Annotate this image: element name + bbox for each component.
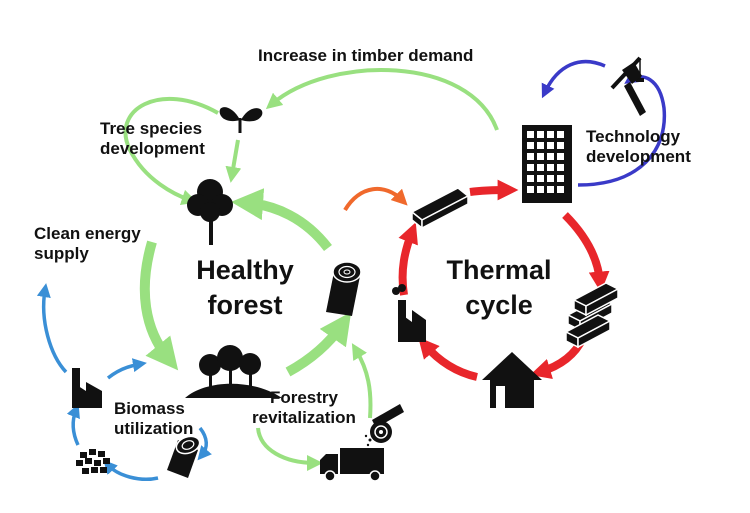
log-to-timber-arrow (343, 186, 408, 212)
pellets-to-factory-arrow (66, 403, 80, 446)
cutter-to-log-arrow (351, 343, 373, 419)
timber-demand-arrow (265, 67, 499, 131)
log-cutter-icon (364, 404, 404, 447)
biomass-log-icon (167, 435, 201, 478)
clean-energy-label-line2: supply (34, 244, 89, 264)
thermal-cycle-label: Thermal cycle (434, 253, 564, 322)
forestry-label: Forestry revitalization (252, 388, 356, 429)
hammer-icon (610, 56, 646, 116)
technology-loop-arrow (577, 70, 667, 187)
tree-species-label-line1: Tree species (100, 119, 203, 138)
timber-demand-label: Increase in timber demand (258, 46, 474, 65)
biomass-label: Biomass utilization (114, 399, 193, 440)
factory-to-grove-arrow (106, 358, 147, 380)
forestry-to-truck-arrow (256, 427, 323, 471)
forestry-to-log-arrow (285, 311, 352, 377)
house-icon (482, 352, 542, 408)
healthy-forest-label-line1: Healthy (196, 255, 294, 285)
technology-return-arrow (541, 59, 606, 99)
technology-label: Technology development (586, 127, 691, 168)
thermal-cycle-label-line2: cycle (465, 289, 533, 320)
biomass-factory-icon (72, 368, 102, 408)
biomass-label-line1: Biomass (114, 399, 185, 418)
building-icon (522, 125, 572, 203)
tree-species-label: Tree species development (100, 119, 205, 160)
tree-icon (187, 179, 233, 245)
technology-label-line1: Technology (586, 127, 681, 146)
log-to-tree-arrow (231, 188, 332, 252)
clean-energy-label-line1: Clean energy (34, 224, 141, 243)
factory-icon (392, 284, 426, 342)
tree-species-label-line2: development (100, 139, 205, 159)
sprout-to-tree-arrow (225, 139, 242, 183)
technology-label-line2: development (586, 147, 691, 167)
building-to-lumber-arrow (562, 212, 610, 293)
healthy-forest-label: Healthy forest (180, 253, 310, 322)
tree-species-loop-arrow (123, 96, 219, 206)
log-to-pellets-arrow (103, 459, 159, 481)
log-icon (326, 261, 362, 316)
thermal-cycle-label-line1: Thermal (446, 255, 552, 285)
factory-to-energy-arrow (36, 283, 68, 374)
forestry-label-line1: Forestry (269, 388, 338, 407)
truck-icon (320, 448, 384, 482)
biomass-label-line2: utilization (114, 419, 194, 439)
timber-to-building-arrow (469, 179, 519, 201)
sprout-icon (219, 107, 263, 133)
forestry-label-line2: revitalization (252, 408, 356, 428)
healthy-forest-label-line2: forest (207, 289, 283, 320)
utilization-to-log-arrow (197, 426, 212, 461)
stacked-lumber-icon (564, 282, 620, 349)
tree-to-grove-arrow (139, 240, 179, 371)
timber-beam-icon (410, 187, 470, 230)
wood-pellets-icon (76, 449, 110, 474)
house-to-factory-arrow (418, 337, 478, 381)
clean-energy-label: Clean energy supply (34, 224, 141, 265)
forest-grove-icon (185, 345, 282, 398)
